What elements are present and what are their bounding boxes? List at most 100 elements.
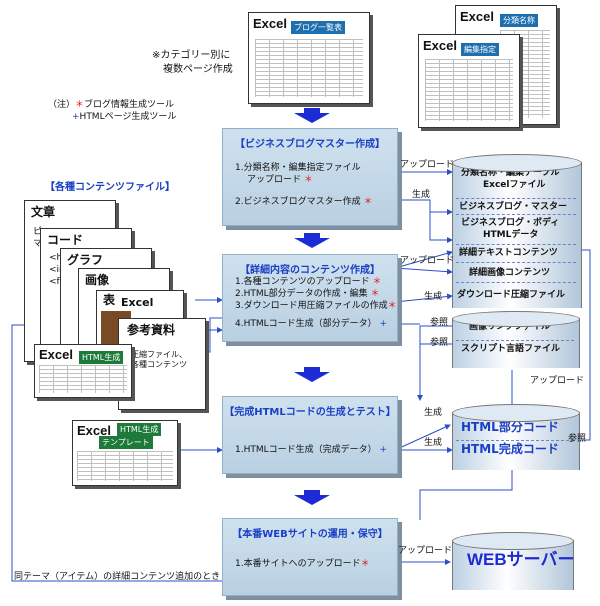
arrow-body <box>304 490 320 495</box>
excel-label: Excel <box>121 296 154 309</box>
db-label: HTML部分コード <box>461 420 559 434</box>
step-line: アップロード ＊ <box>247 175 313 185</box>
server-label: WEBサーバー <box>467 550 575 569</box>
connector-label: 参照 <box>430 318 449 328</box>
step-title: 【完成HTMLコードの生成とテスト】 <box>224 407 396 418</box>
note-line2: 複数ページ作成 <box>163 64 233 75</box>
excel-label: Excel <box>77 423 111 438</box>
connector-label: アップロード <box>400 160 455 170</box>
db-label: スクリプト言語ファイル <box>461 344 561 354</box>
step-content-box: 【詳細内容のコンテンツ作成】 1.各種コンテンツのアップロード ＊ 2.HTML… <box>222 254 398 342</box>
template-label: HTML生成 <box>117 423 162 436</box>
connector-label: 参照 <box>568 434 587 444</box>
db-label: Excelファイル <box>483 180 546 190</box>
sheet-grid <box>255 39 363 97</box>
db-cap <box>452 404 580 422</box>
blog-list-label: ブログ一覧表 <box>291 21 345 34</box>
connector-label: 生成 <box>412 190 431 200</box>
down-arrow <box>294 113 330 123</box>
connector-label: アップロード <box>398 546 453 556</box>
doc-label: 文章 <box>31 205 56 219</box>
arrow-body <box>304 108 320 113</box>
connector-label: 参照 <box>430 338 449 348</box>
blog-list-doc: Excel ブログ一覧表 <box>248 12 370 104</box>
step-ops-box: 【本番WEBサイトの運用・保守】 1.本番サイトへのアップロード＊ <box>222 518 398 596</box>
db-label: ダウンロード圧縮ファイル <box>457 290 566 300</box>
db-divider <box>456 198 576 199</box>
db-label: ビジネスブログ・マスター <box>459 202 568 212</box>
template-doc: Excel HTML生成 テンプレート <box>72 420 178 486</box>
db-divider <box>456 282 576 283</box>
ref-line: 各種コンテンツ <box>131 360 187 369</box>
excel-label: Excel <box>39 347 73 362</box>
doc-label: 画像 <box>85 273 110 287</box>
arrow-body <box>304 367 320 372</box>
sheet-grid <box>39 365 127 393</box>
db-label: HTMLデータ <box>483 230 539 240</box>
sheet-grid <box>425 59 513 121</box>
down-arrow <box>294 238 330 248</box>
db-cap <box>452 532 574 550</box>
step-line: 2.ビジネスブログマスター作成 ＊ <box>235 197 373 207</box>
db-label: 詳細画像コンテンツ <box>469 268 551 278</box>
step-line: 4.HTMLコード生成（部分データ） + <box>235 319 388 329</box>
step-line: 3.ダウンロード用圧縮ファイルの作成＊ <box>235 301 397 311</box>
files-title: 【各種コンテンツファイル】 <box>45 182 175 193</box>
db-cap <box>452 154 582 172</box>
doc-label: コード <box>47 233 84 247</box>
doc-sub: ビ <box>33 227 43 237</box>
step-title: 【本番WEBサイトの運用・保守】 <box>232 529 388 540</box>
step-line: 2.HTML部分データの作成・編集 ＊ <box>235 289 380 299</box>
legend-star-row: （注）＊ブログ情報生成ツール <box>48 100 175 110</box>
db-label: ビジネスブログ・ボディ <box>461 218 560 228</box>
step-master-box: 【ビジネスブログマスター作成】 1.分類名称・編集指定ファイル アップロード ＊… <box>222 128 398 226</box>
db-divider <box>456 244 576 245</box>
db-label: 分類名称・編集テーブル <box>461 168 560 178</box>
connector-label: 生成 <box>424 438 443 448</box>
ref-line: 圧縮ファイル、 <box>131 350 187 359</box>
sheet-grid <box>77 451 173 481</box>
step-test-box: 【完成HTMLコードの生成とテスト】 1.HTMLコード生成（完成データ） + <box>222 396 398 474</box>
excel-label: Excel <box>253 16 287 31</box>
excel-label: Excel <box>460 9 494 24</box>
db-label: HTML完成コード <box>461 442 559 456</box>
doc-label: グラフ <box>67 253 104 267</box>
html-db: HTML部分コード HTML完成コード <box>452 412 580 470</box>
db-label: 画像リンクファイル <box>469 322 551 332</box>
doc-sub: マ <box>33 239 43 249</box>
template-label: テンプレート <box>99 436 153 449</box>
step-line: 1.各種コンテンツのアップロード ＊ <box>235 277 382 287</box>
db-divider <box>456 214 576 215</box>
connector-label: 生成 <box>424 292 443 302</box>
down-arrow <box>294 372 330 382</box>
step-title: 【詳細内容のコンテンツ作成】 <box>240 265 380 276</box>
excel-label: Excel <box>423 38 457 53</box>
step-line: 1.分類名称・編集指定ファイル <box>235 163 361 173</box>
down-arrow <box>294 495 330 505</box>
reference-doc: 参考資料 圧縮ファイル、 各種コンテンツ <box>118 318 206 410</box>
legend-plus-row: +HTMLページ生成ツール <box>72 112 177 122</box>
connector-label: アップロード <box>530 376 585 386</box>
html-gen-doc: Excel HTML生成 <box>34 344 132 398</box>
connector-label: アップロード <box>400 256 455 266</box>
edit-doc: Excel 編集指定 <box>418 34 520 128</box>
db-label: 詳細テキストコンテンツ <box>459 248 558 258</box>
footer-note: 同テーマ（アイテム）の詳細コンテンツ追加のとき <box>14 572 221 582</box>
doc-label: 表 <box>103 293 116 307</box>
step-title: 【ビジネスブログマスター作成】 <box>235 139 385 150</box>
html-gen-label: HTML生成 <box>79 351 124 364</box>
db-divider <box>456 340 574 341</box>
arrow-body <box>304 233 320 238</box>
db-divider <box>456 440 574 441</box>
db-divider <box>456 262 576 263</box>
master-db: 分類名称・編集テーブル Excelファイル ビジネスブログ・マスター ビジネスブ… <box>452 162 582 308</box>
step-line: 1.本番サイトへのアップロード＊ <box>235 559 370 569</box>
connector-label: 生成 <box>424 408 443 418</box>
doc-label: 参考資料 <box>127 323 176 337</box>
category-label: 分類名称 <box>500 14 538 27</box>
edit-label: 編集指定 <box>461 43 499 56</box>
step-line: 1.HTMLコード生成（完成データ） + <box>235 445 388 455</box>
note-line1: ※カテゴリー別に <box>152 50 231 61</box>
